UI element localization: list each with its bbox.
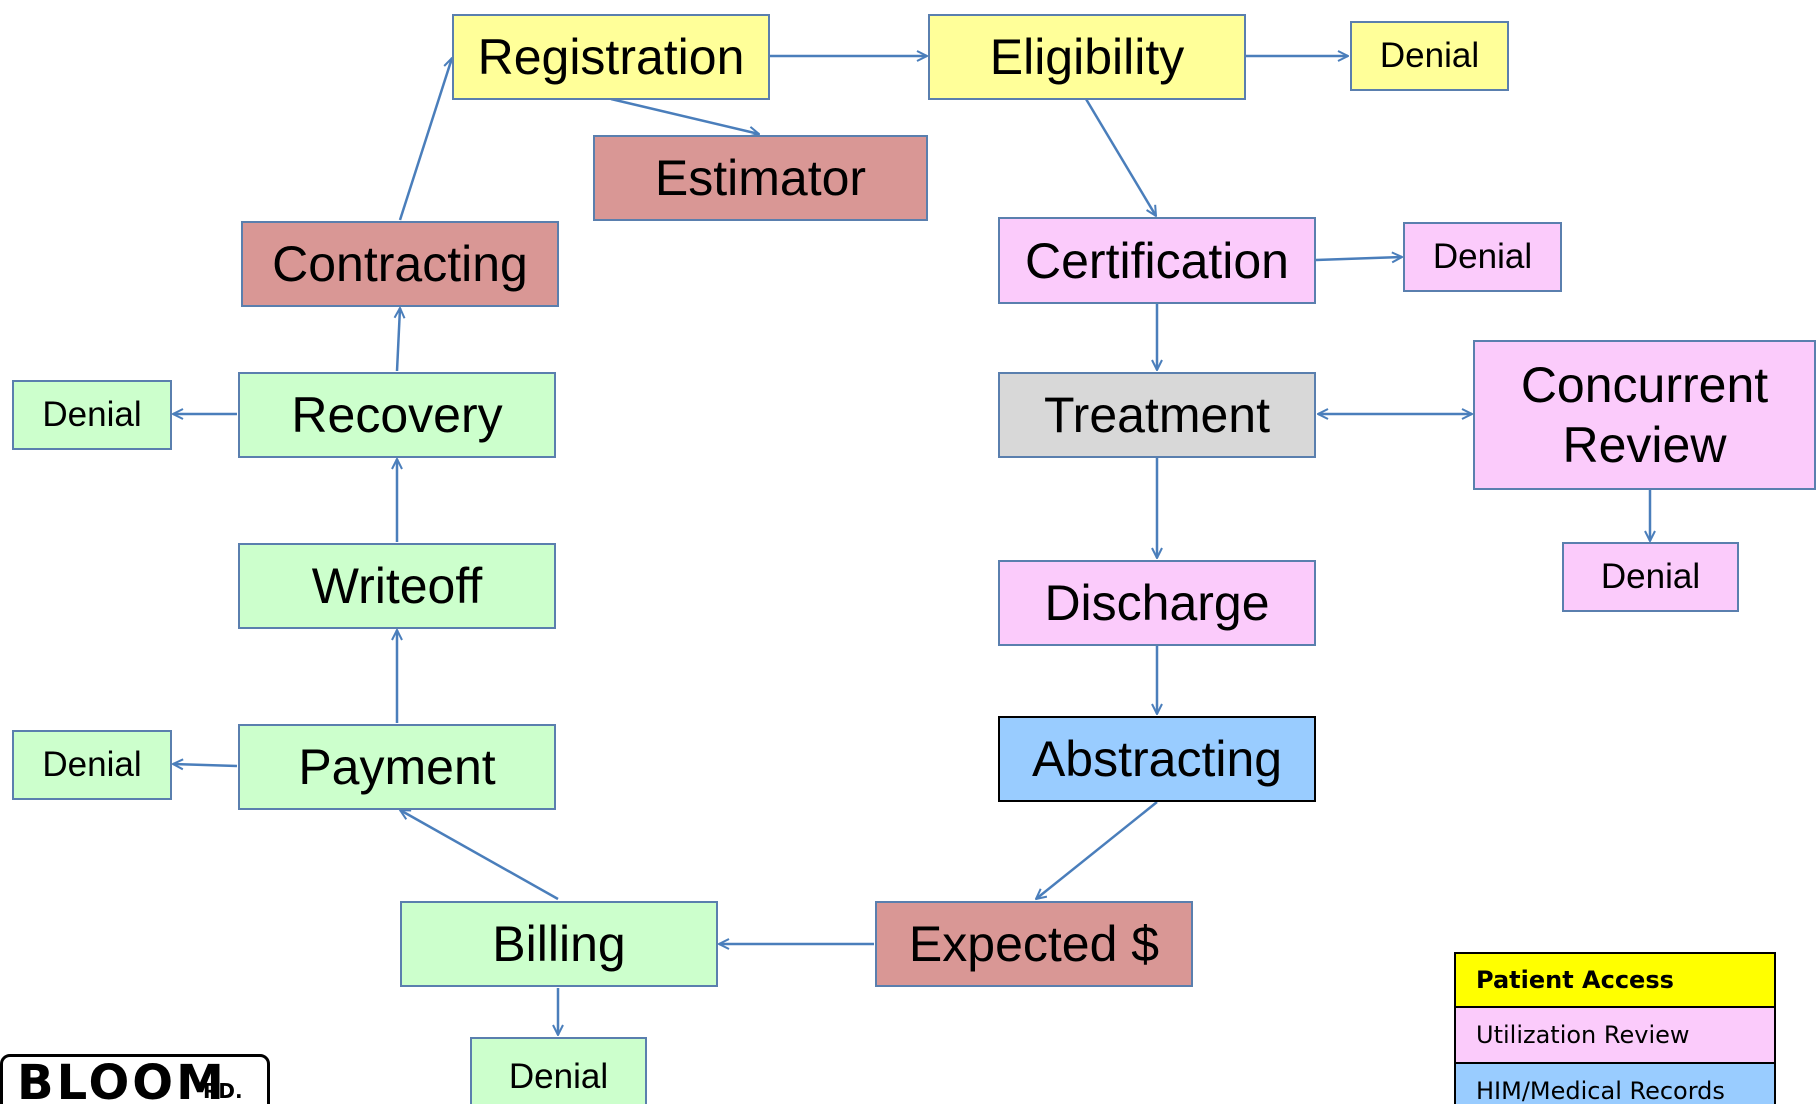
payment-denial-node: Denial	[12, 730, 172, 800]
discharge-node: Discharge	[998, 560, 1316, 646]
treatment-node: Treatment	[998, 372, 1316, 458]
legend-patient-access: Patient Access	[1454, 952, 1776, 1008]
logo-text: BLOOM	[17, 1055, 227, 1104]
recovery-denial-node: Denial	[12, 380, 172, 450]
eligibility-denial-node: Denial	[1350, 21, 1509, 91]
arrow-registration-to-estimator	[610, 97, 759, 134]
expected-dollars-node: Expected $	[875, 901, 1193, 987]
recovery-node: Recovery	[238, 372, 556, 458]
arrow-payment-to-denial	[173, 764, 238, 766]
certification-denial-node: Denial	[1403, 222, 1562, 292]
billing-node: Billing	[400, 901, 718, 987]
legend-him-medical-records: HIM/Medical Records	[1454, 1064, 1776, 1104]
concurrent-review-denial-node: Denial	[1562, 542, 1739, 612]
contracting-node: Contracting	[241, 221, 559, 307]
eligibility-node: Eligibility	[928, 14, 1246, 100]
legend: Patient Access Utilization Review HIM/Me…	[1454, 952, 1776, 1104]
arrow-eligibility-to-certification	[1084, 98, 1156, 216]
arrow-abstracting-to-expected	[1036, 801, 1158, 899]
abstracting-node: Abstracting	[998, 716, 1316, 802]
writeoff-node: Writeoff	[238, 543, 556, 629]
bloom-road-logo: BLOOM RD.	[0, 1054, 270, 1104]
logo-suffix: RD.	[203, 1079, 243, 1103]
billing-denial-node: Denial	[470, 1037, 647, 1104]
estimator-node: Estimator	[593, 135, 928, 221]
arrow-certification-to-denial	[1315, 257, 1402, 260]
registration-node: Registration	[452, 14, 770, 100]
legend-utilization-review: Utilization Review	[1454, 1008, 1776, 1064]
concurrent-review-node: Concurrent Review	[1473, 340, 1816, 490]
certification-node: Certification	[998, 217, 1316, 304]
arrow-recovery-to-contracting	[397, 308, 400, 372]
arrow-billing-to-payment	[400, 810, 559, 901]
payment-node: Payment	[238, 724, 556, 810]
arrow-contracting-to-registration	[398, 58, 452, 221]
